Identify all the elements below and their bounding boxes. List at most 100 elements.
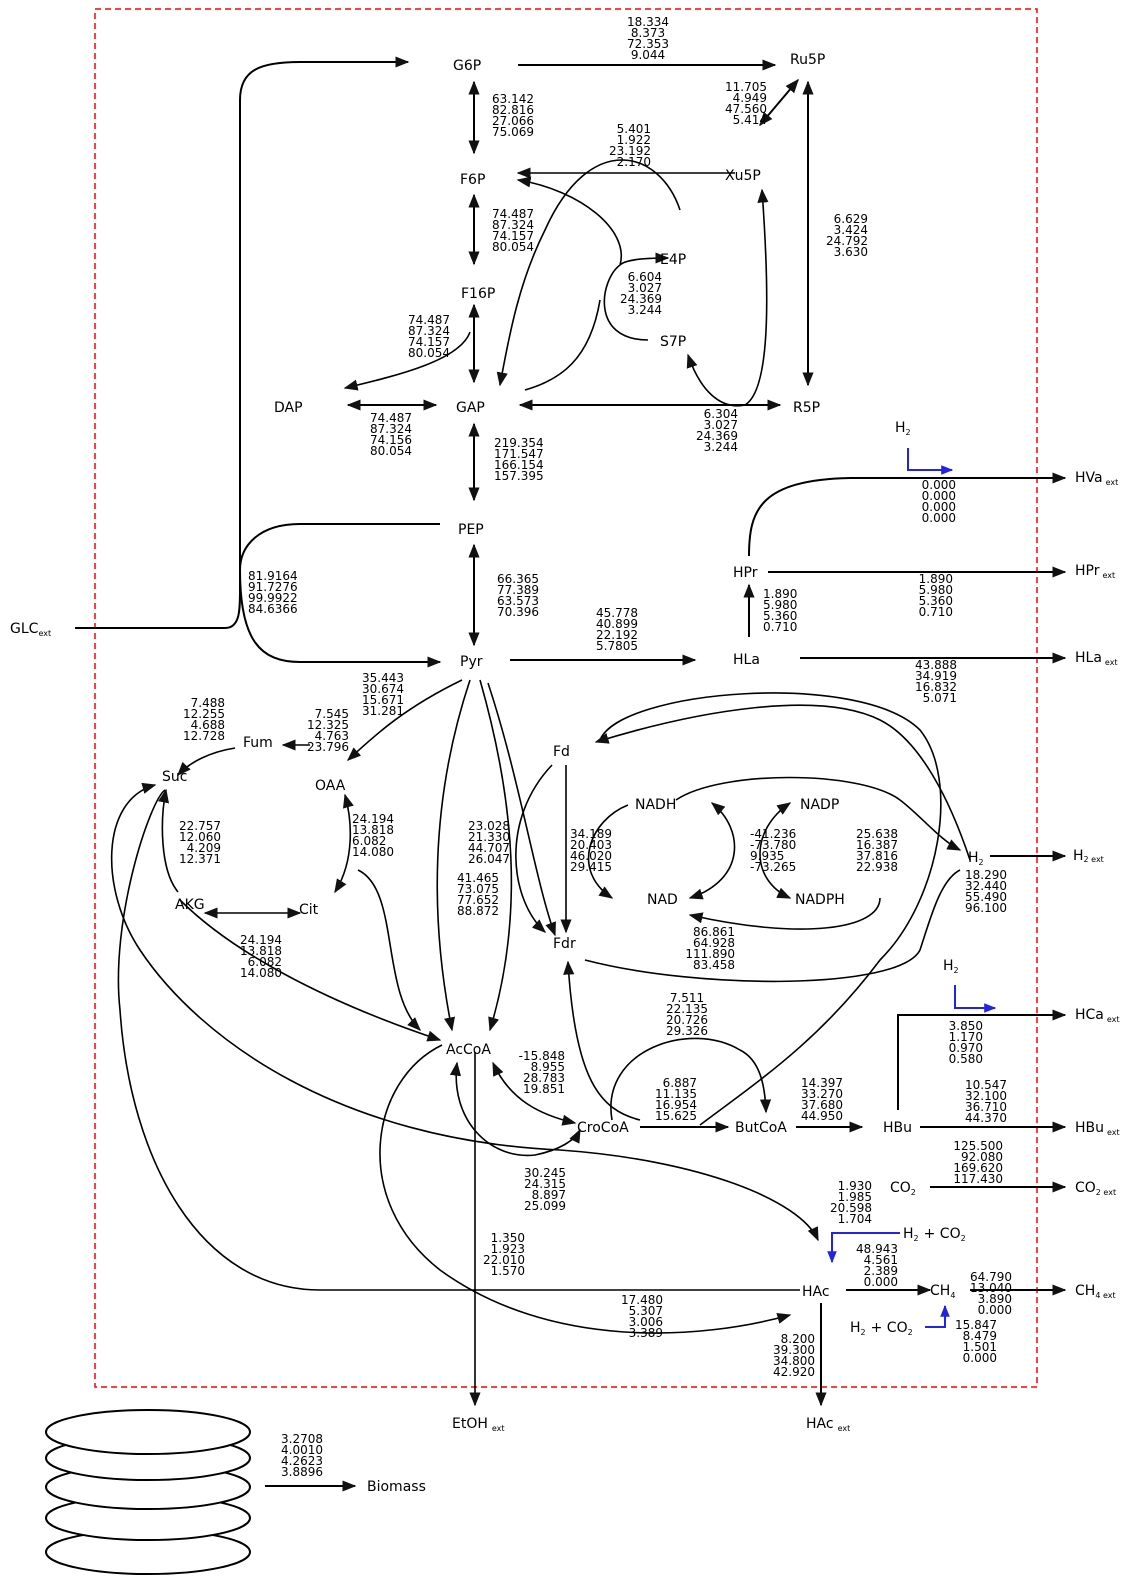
node-suc: Suc	[162, 769, 187, 785]
flux-value: 19.851	[523, 1082, 565, 1096]
node-hbu-ext: HBuext	[1075, 1120, 1120, 1137]
node-co2: CO2	[890, 1180, 916, 1197]
flux-value: 9.044	[631, 48, 665, 62]
node-etoh-ext: EtOHext	[452, 1416, 505, 1433]
flux-value: 70.396	[497, 605, 539, 619]
flux-value: 44.370	[965, 1111, 1007, 1125]
node-ru5p: Ru5P	[790, 52, 825, 68]
flux-value: 31.281	[362, 704, 404, 718]
flux-hca-ext: 3.8501.1700.9700.580	[949, 1019, 983, 1066]
flux-value: 44.950	[801, 1109, 843, 1123]
flux-h2-ext: 18.29032.44055.49096.100	[965, 868, 1007, 915]
flux-biomass: 3.27084.00104.26233.8896	[281, 1432, 323, 1479]
node-r5p: R5P	[793, 400, 820, 416]
node-s7p: S7P	[660, 334, 686, 350]
node-fd: Fd	[553, 744, 570, 760]
node-pep: PEP	[458, 522, 484, 538]
flux-value: 14.080	[352, 845, 394, 859]
node-hpr: HPr	[733, 565, 758, 581]
flux-value: -73.265	[750, 860, 796, 874]
node-f16p: F16P	[461, 286, 495, 302]
flux-hbu-ext: 10.54732.10036.71044.370	[965, 1078, 1007, 1125]
flux-value: 0.000	[864, 1275, 898, 1289]
reaction-arrows	[75, 62, 1065, 1486]
flux-value: 80.054	[492, 240, 534, 254]
flux-oaa-fum: 7.54512.3254.76323.796	[307, 707, 349, 754]
flux-value: 80.054	[408, 346, 450, 360]
flux-cro-fdr: 6.88711.13516.95415.625	[655, 1076, 697, 1123]
node-accoa: AcCoA	[446, 1042, 491, 1058]
flux-value: 0.000	[922, 511, 956, 525]
flux-akg-cit: 24.19413.8186.08214.080	[240, 933, 282, 980]
node-fum: Fum	[243, 735, 273, 751]
node-h2-co2-bottom: H2+ CO2	[850, 1320, 913, 1337]
flux-value: 96.100	[965, 901, 1007, 915]
flux-acc-cro: -15.8488.95528.78319.851	[519, 1049, 565, 1096]
node-nadph: NADPH	[795, 892, 845, 908]
flux-value: 75.069	[492, 125, 534, 139]
flux-f6p-f16p: 74.48787.32474.15780.054	[492, 207, 534, 254]
flux-value: 83.458	[693, 958, 735, 972]
flux-value: 0.000	[963, 1351, 997, 1365]
flux-value: 84.6366	[248, 602, 298, 616]
node-xu5p: Xu5P	[725, 168, 761, 184]
flux-acc-hac-lower: 30.24524.3158.89725.099	[524, 1166, 566, 1213]
metabolite-labels: G6P Ru5P F6P Xu5P E4P F16P S7P DAP GAP R…	[10, 52, 1120, 1495]
node-pyr: Pyr	[460, 654, 483, 670]
node-nadp: NADP	[800, 797, 839, 813]
node-cit: Cit	[299, 902, 319, 918]
flux-value: 12.371	[179, 852, 221, 866]
biomass-stack-icon	[46, 1410, 250, 1574]
node-hpr-ext: HPrext	[1075, 563, 1115, 580]
flux-value: 26.047	[468, 852, 510, 866]
flux-akg-suc: 22.75712.0604.20912.371	[179, 819, 221, 866]
flux-gap-r5p: 6.3043.02724.3693.244	[696, 407, 738, 454]
node-g6p: G6P	[453, 58, 481, 74]
flux-value: 29.326	[666, 1024, 708, 1038]
flux-value: 0.000	[978, 1303, 1012, 1317]
node-f6p: F6P	[460, 172, 485, 188]
node-h2-mid: H2	[943, 958, 959, 975]
node-e4p: E4P	[660, 252, 686, 268]
flux-value: 23.796	[307, 740, 349, 754]
flux-nadh-h2: 25.63816.38737.81622.938	[856, 827, 898, 874]
node-hva-ext: HVaext	[1075, 470, 1118, 487]
flux-hva: 0.0000.0000.0000.000	[922, 478, 956, 525]
flux-glc-pyr: 81.916491.727699.992284.6366	[248, 569, 298, 616]
flux-value: 3.244	[704, 440, 738, 454]
node-hca-ext: HCaext	[1075, 1007, 1120, 1024]
node-akg: AKG	[175, 897, 205, 913]
node-hac: HAc	[802, 1284, 830, 1300]
flux-suc-fum: 7.48812.2554.68812.728	[183, 696, 225, 743]
node-gap: GAP	[456, 400, 485, 416]
node-dap: DAP	[274, 400, 303, 416]
flux-but-hbu: 14.39733.27037.68044.950	[801, 1076, 843, 1123]
flux-value: 157.395	[494, 469, 544, 483]
flux-hac-ext: 8.20039.30034.80042.920	[773, 1332, 815, 1379]
flux-value: 42.920	[773, 1365, 815, 1379]
flux-values: 18.3348.37372.3539.044 63.14282.81627.066…	[179, 15, 1012, 1479]
flux-value: 25.099	[524, 1199, 566, 1213]
node-co2-ext: CO2 ext	[1075, 1180, 1116, 1197]
flux-pyr-fdr: 23.02821.33044.70726.047	[468, 819, 510, 866]
node-h2: H2	[968, 850, 984, 867]
node-fdr: Fdr	[553, 936, 576, 952]
flux-value: 5.071	[923, 691, 957, 705]
node-biomass: Biomass	[367, 1479, 426, 1495]
flux-value: 22.938	[856, 860, 898, 874]
node-h2-ext: H2 ext	[1073, 848, 1104, 864]
node-hac-ext: HAcext	[806, 1416, 850, 1433]
